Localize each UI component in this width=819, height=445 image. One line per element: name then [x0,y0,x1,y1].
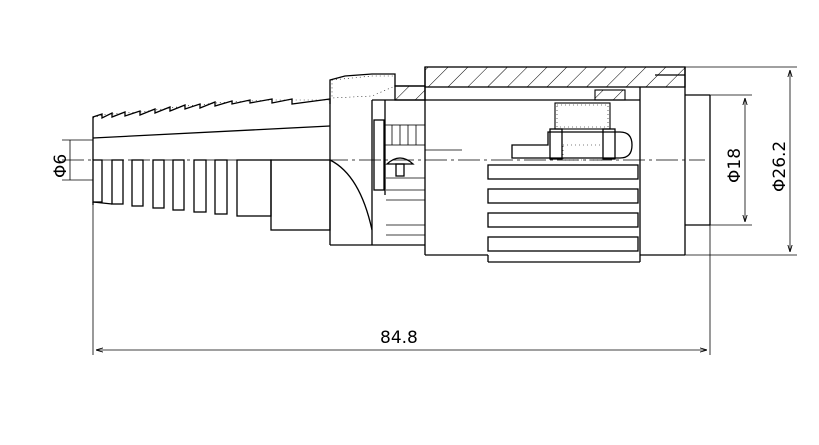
dim-outer-diameter: Φ26.2 [685,66,797,256]
clamp-section [329,73,462,246]
outer-diameter-label: Φ26.2 [770,141,790,192]
overall-length-label: 84.8 [380,328,418,348]
dim-inner-diameter: Φ18 [710,94,752,226]
cable-boot [92,98,331,231]
dim-overall-length: 84.8 [92,205,711,355]
outer-housing [394,66,686,263]
cable-diameter-label: Φ6 [51,154,71,178]
dim-cable-diameter: Φ6 [51,139,93,181]
inner-diameter-label: Φ18 [725,148,745,183]
front-insert [511,89,711,226]
boot-ribs [92,159,331,231]
grip-slots [487,164,639,252]
